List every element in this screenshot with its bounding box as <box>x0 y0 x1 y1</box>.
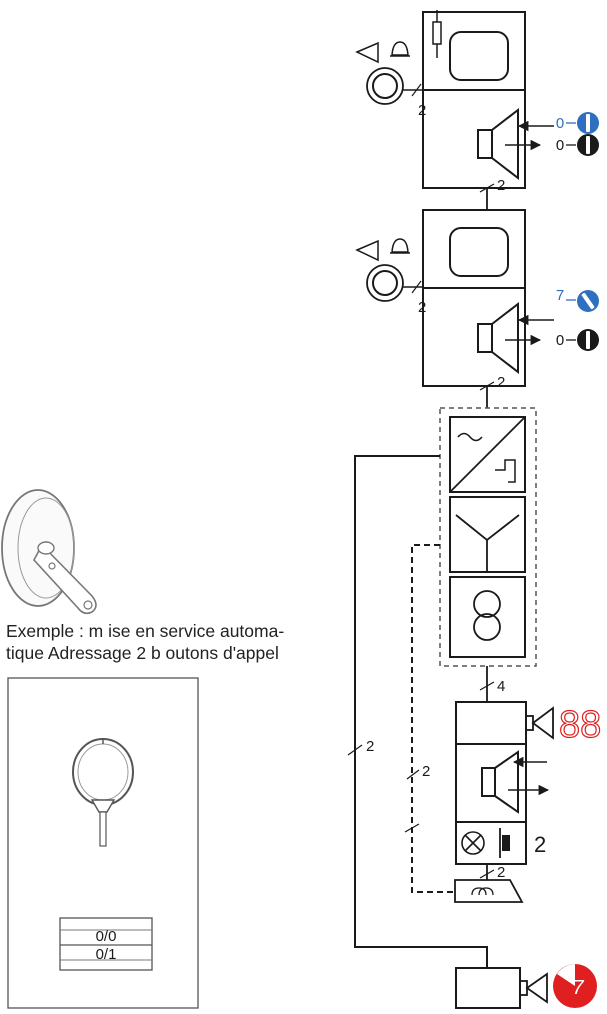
speaker-icon <box>477 107 519 181</box>
monitor-screen-icon <box>449 227 509 277</box>
address-switch-black: 0 <box>556 329 599 351</box>
address-switch-blue: 7 <box>556 287 599 312</box>
secondary-bus-wire <box>354 455 488 968</box>
camera-icon <box>519 972 548 1004</box>
splitter-icon <box>455 514 520 572</box>
nameplate-panel: 0/0 0/1 <box>7 677 199 1009</box>
indoor-station-1: 0 0 2 <box>355 10 599 189</box>
wire-count-label: 2 <box>497 864 505 881</box>
address-value-blue: 0 <box>556 115 564 132</box>
nameplate-row-2: 0/1 <box>96 946 117 963</box>
address-value-black: 0 <box>556 332 564 349</box>
secondary-door-panel: 7 <box>455 964 597 1009</box>
monitor-screen-icon <box>449 31 509 81</box>
ac-dc-converter-icon <box>449 416 526 493</box>
speaker-icon <box>477 301 519 375</box>
handset-hook-icon <box>432 10 442 58</box>
indoor-station-2: 7 0 2 <box>355 209 599 387</box>
magnetic-key-illustration <box>1 489 97 615</box>
caption-line-2: tique Adressage 2 b outons d'appel <box>6 643 279 663</box>
lamp-icon <box>461 831 485 855</box>
power-supply-module <box>439 407 537 667</box>
wire-count-label: 2 <box>497 374 505 391</box>
door-panel: 88 <box>455 701 602 865</box>
wire-count-label: 4 <box>497 678 505 695</box>
wire-count-label: 2 <box>497 177 505 194</box>
lock-coil-icon <box>471 887 494 896</box>
address-switch-blue: 0 <box>556 112 599 134</box>
transformer-icon <box>473 590 501 641</box>
caption-line-1: Exemple : m ise en service automa- <box>6 621 285 641</box>
wire-count-label: 2 <box>418 299 426 316</box>
wire-count-label: 2 <box>422 763 430 780</box>
bell-chime-icon <box>355 41 410 105</box>
example-caption: Exemple : m ise en service automa- tique… <box>6 620 366 664</box>
lock-wire-dashed <box>411 544 455 893</box>
address-value-black: 0 <box>556 137 564 154</box>
nameplate-row-1: 0/0 <box>96 928 117 945</box>
speaker-icon <box>481 750 519 814</box>
segment-display: 88 <box>559 704 601 746</box>
address-badge-value: 7 <box>572 977 584 999</box>
address-switch-black: 0 <box>556 134 599 156</box>
wire-count-label: 2 <box>418 102 426 119</box>
camera-icon <box>525 706 554 740</box>
button-count-label: 2 <box>534 832 546 857</box>
key-ring-icon <box>72 738 134 847</box>
address-value-blue: 7 <box>556 287 564 304</box>
call-button-icon <box>499 828 510 858</box>
door-lock <box>454 879 524 903</box>
bell-chime-icon <box>355 238 410 302</box>
wire-count-label: 2 <box>366 738 374 755</box>
